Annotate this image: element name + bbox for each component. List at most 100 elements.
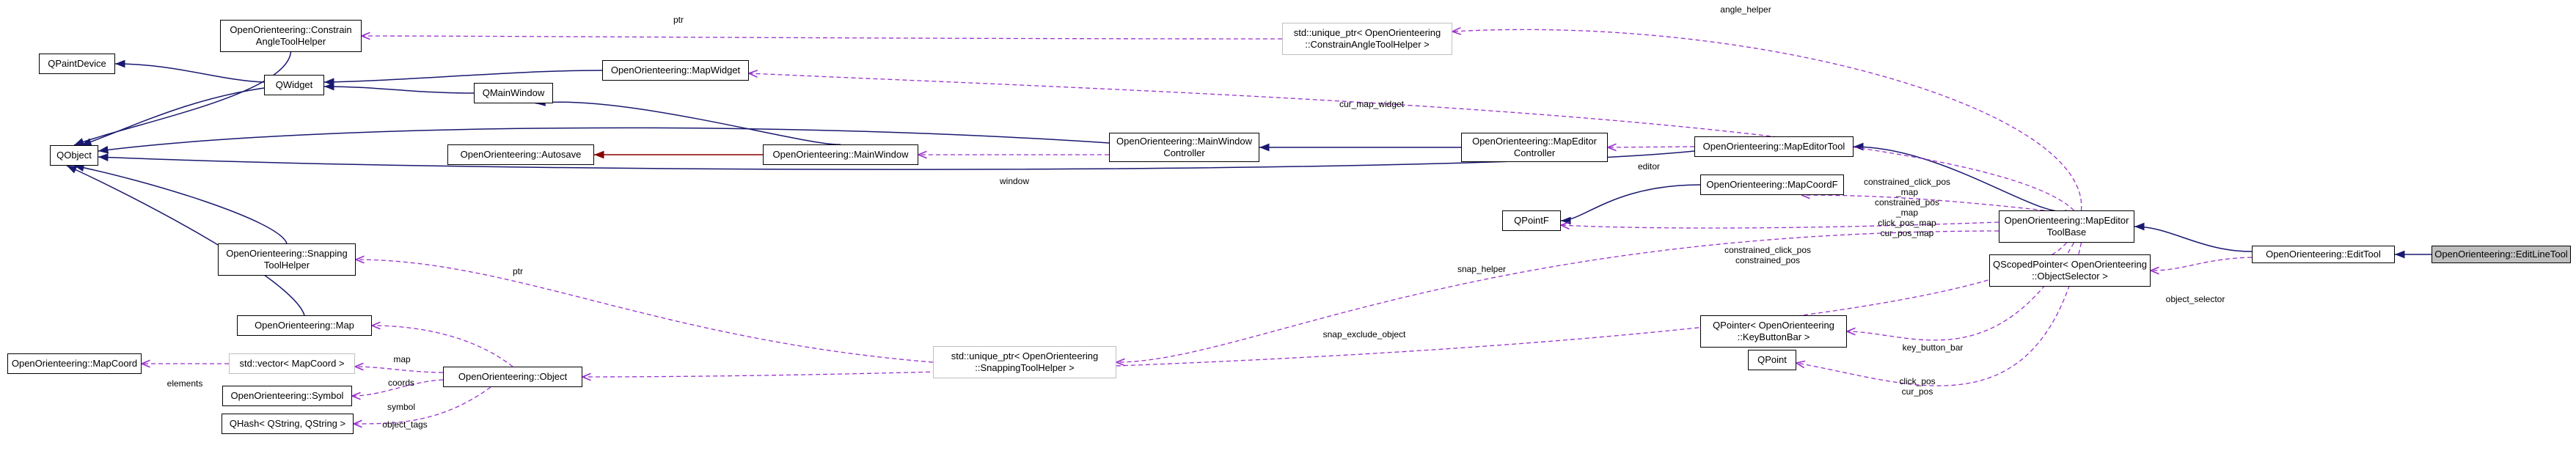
node-label-line: OpenOrienteering::MapCoordF [1706, 179, 1838, 190]
edge-label-symbol: symbol [387, 402, 415, 412]
edge-ptr-constrain [362, 36, 1283, 39]
node-qpoint[interactable]: QPoint [1748, 350, 1796, 370]
node-qmainwindow[interactable]: QMainWindow [474, 83, 553, 103]
edge-label-ptr-constrain: ptr [673, 15, 684, 25]
node-symbol[interactable]: OpenOrienteering::Symbol [222, 386, 352, 406]
edge-map [372, 326, 513, 367]
edge-edit-tool-to-tool-base [2134, 222, 2253, 252]
node-map-widget[interactable]: OpenOrienteering::MapWidget [602, 60, 749, 81]
edge-label-angle-helper: angle_helper [1720, 4, 1771, 15]
node-qpointer-key-button-bar[interactable]: QPointer< OpenOrienteering::KeyButtonBar… [1700, 315, 1847, 348]
node-qpaintdevice[interactable]: QPaintDevice [39, 54, 115, 74]
edge-snapping-helper-to-qobject [73, 164, 288, 244]
node-label-line: OpenOrienteering::MapEditor [2004, 215, 2129, 226]
edge-label-window: window [1000, 176, 1029, 186]
edge-label-elements: elements [167, 378, 203, 389]
node-label-line: OpenOrienteering::MapWidget [610, 65, 741, 76]
node-qpointf[interactable]: QPointF [1502, 210, 1561, 231]
node-label-line: OpenOrienteering::Snapping [226, 248, 348, 259]
node-label-line: QPoint [1757, 354, 1787, 365]
node-label-line: std::unique_ptr< OpenOrienteering [951, 350, 1099, 361]
edge-coords [355, 367, 444, 373]
edge-angle-helper [1452, 29, 2082, 211]
edge-label-line: coords [387, 378, 415, 388]
node-qhash[interactable]: QHash< QString, QString > [222, 414, 354, 434]
node-label-line: ::SnappingToolHelper > [975, 362, 1075, 373]
node-map-editor-tool[interactable]: OpenOrienteering::MapEditorTool [1694, 136, 1854, 157]
node-label-line: OpenOrienteering::Constrain [230, 24, 352, 35]
node-label-line: ::ObjectSelector > [2032, 271, 2108, 282]
node-label-line: QObject [56, 150, 92, 161]
edge-qwidget-to-qobject [81, 87, 265, 146]
node-unique-ptr-constrain[interactable]: std::unique_ptr< OpenOrienteering::Const… [1282, 23, 1452, 55]
edge-label-line: ptr [673, 15, 684, 25]
edge-label-line: key_button_bar [1902, 342, 1964, 353]
node-label-line: QHash< QString, QString > [229, 418, 346, 429]
edge-object-tags [354, 386, 491, 424]
node-label-line: OpenOrienteering::MapEditor [1472, 136, 1597, 147]
edge-symbol [352, 379, 444, 396]
node-label-line: OpenOrienteering::Symbol [230, 390, 344, 401]
edge-label-line: click_pos [1899, 376, 1936, 386]
node-map[interactable]: OpenOrienteering::Map [237, 315, 372, 336]
node-label-line: std::vector< MapCoord > [239, 358, 345, 369]
node-qobject[interactable]: QObject [50, 145, 98, 166]
edge-label-line: object_selector [2165, 294, 2225, 304]
edge-qpointf-members [1561, 222, 1999, 228]
edge-label-line: angle_helper [1720, 4, 1771, 15]
edge-label-line: editor [1637, 161, 1661, 172]
edge-label-object-selector: object_selector [2166, 294, 2225, 304]
node-label-line: ::ConstrainAngleToolHelper > [1305, 39, 1430, 50]
node-label-line: ::KeyButtonBar > [1737, 331, 1810, 342]
edge-map-coord-f-to-qpointf [1560, 184, 1701, 225]
node-map-coord-f[interactable]: OpenOrienteering::MapCoordF [1700, 175, 1844, 195]
edge-label-snap-helper: snap_helper [1457, 264, 1506, 274]
edge-label-line: map [393, 354, 411, 364]
edge-label-ptr-snapping: ptr [513, 266, 523, 276]
edge-label-editor: editor [1638, 161, 1660, 172]
node-object[interactable]: OpenOrienteering::Object [443, 367, 582, 387]
node-qwidget[interactable]: QWidget [264, 75, 324, 95]
node-label-line: AngleToolHelper [255, 36, 326, 47]
edge-label-line: _map [1895, 187, 1919, 197]
edge-label-snap-exclude-object: snap_exclude_object [1323, 329, 1406, 339]
node-map-coord[interactable]: OpenOrienteering::MapCoord [7, 353, 142, 374]
edge-label-coords: coords [388, 378, 414, 388]
edge-snap-helper [1116, 230, 1999, 362]
edge-label-line: constrained_pos [1735, 255, 1801, 265]
node-label-line: OpenOrienteering::EditTool [2266, 249, 2381, 260]
node-main-window[interactable]: OpenOrienteering::MainWindow [763, 144, 918, 165]
node-qscopedpointer-object-selector[interactable]: QScopedPointer< OpenOrienteering::Object… [1989, 254, 2151, 287]
edge-label-line: snap_helper [1457, 264, 1507, 274]
edge-label-line: constrained_pos [1874, 197, 1940, 208]
node-autosave[interactable]: OpenOrienteering::Autosave [447, 144, 594, 165]
node-label-line: QPointer< OpenOrienteering [1713, 320, 1834, 331]
node-label-line: QWidget [275, 79, 313, 90]
edge-snap-exclude-object [582, 242, 2067, 377]
edge-label-line: cur_pos_map [1880, 228, 1934, 238]
node-label-line: QPaintDevice [48, 58, 106, 69]
edge-main-window-controller-to-qobject [98, 127, 1110, 154]
edge-label-line: symbol [387, 402, 416, 412]
node-unique-ptr-snapping[interactable]: std::unique_ptr< OpenOrienteering::Snapp… [933, 346, 1116, 378]
node-label-line: QPointF [1514, 215, 1549, 226]
edge-object-selector [2151, 257, 2253, 271]
edge-map-coord-f-members [1801, 195, 2045, 211]
node-label-line: OpenOrienteering::EditLineTool [2434, 249, 2568, 260]
edge-label-map: map [393, 354, 410, 364]
node-label-line: OpenOrienteering::MainWindow [772, 149, 909, 160]
edge-map-widget-to-qwidget [323, 70, 603, 87]
node-edit-tool[interactable]: OpenOrienteering::EditTool [2252, 246, 2395, 263]
edge-label-line: snap_exclude_object [1322, 329, 1406, 339]
node-vector-map-coord[interactable]: std::vector< MapCoord > [229, 353, 355, 374]
node-label-line: Controller [1513, 147, 1556, 158]
edge-label-line: _map [1895, 208, 1919, 218]
edge-constrain-helper-to-qobject [73, 51, 292, 146]
